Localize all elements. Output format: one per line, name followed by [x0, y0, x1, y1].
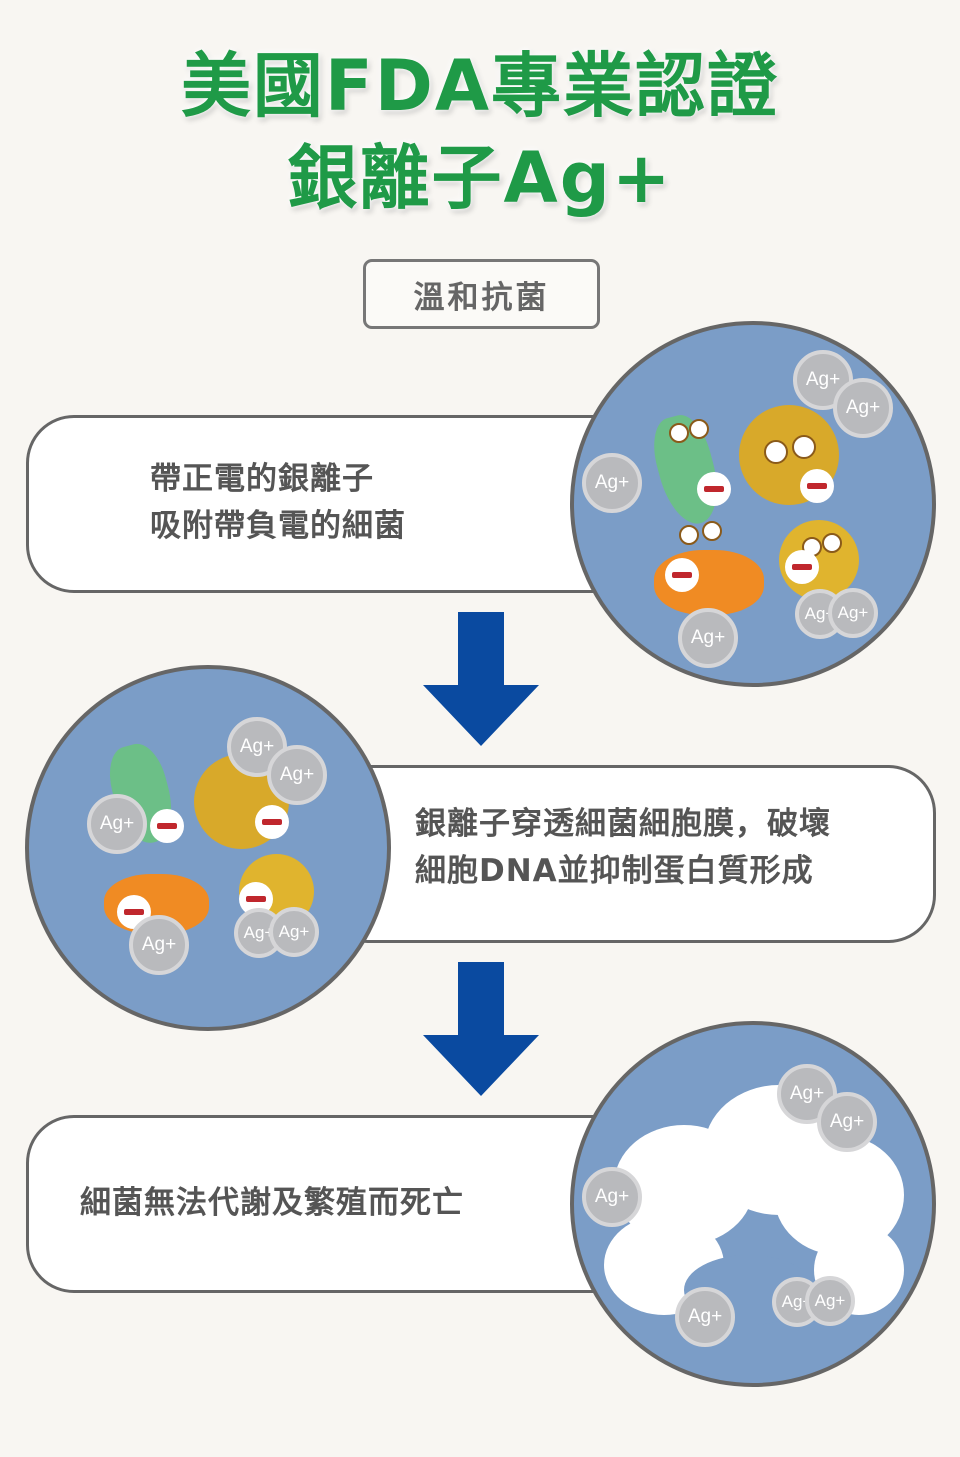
arrow-down-icon — [423, 962, 539, 1096]
bacteria-eye-icon — [764, 440, 788, 464]
bacteria-eye-icon — [702, 521, 722, 541]
silver-ion: Ag+ — [777, 1064, 837, 1124]
mild-antibacterial-badge: 溫和抗菌 — [363, 259, 600, 329]
silver-ion: Ag+ — [269, 907, 319, 957]
silver-ion: Ag+ — [582, 453, 642, 513]
step-2-box — [320, 765, 936, 943]
silver-ion: Ag+ — [582, 1167, 642, 1227]
title-line-2: 銀離子Ag+ — [287, 137, 673, 219]
silver-ion: Ag+ — [675, 1287, 735, 1347]
bacteria-eye-icon — [822, 533, 842, 553]
step-3-line-1: 細菌無法代謝及繁殖而死亡 — [80, 1185, 464, 1221]
step-3-illustration: Ag+ Ag+ Ag+ Ag+ Ag+ Ag+ — [570, 1021, 936, 1387]
step-1-box — [26, 415, 652, 593]
silver-ion: Ag+ — [267, 745, 327, 805]
step-2-illustration: Ag+ Ag+ Ag+ Ag+ Ag+ Ag+ — [25, 665, 391, 1031]
step-2-line-2: 細胞DNA並抑制蛋白質形成 — [415, 853, 814, 889]
step-1-text: 帶正電的銀離子 吸附帶負電的細菌 — [150, 456, 406, 550]
silver-ion: Ag+ — [87, 794, 147, 854]
bacteria-eye-icon — [792, 435, 816, 459]
silver-ion: Ag+ — [828, 588, 878, 638]
silver-ion: Ag+ — [817, 1092, 877, 1152]
step-1-illustration: Ag+ Ag+ Ag+ Ag+ Ag+ Ag+ — [570, 321, 936, 687]
negative-charge-icon — [255, 805, 289, 839]
negative-charge-icon — [150, 809, 184, 843]
bacteria-eye-icon — [689, 419, 709, 439]
step-3-box — [26, 1115, 652, 1293]
step-1-line-2: 吸附帶負電的細菌 — [150, 508, 406, 544]
negative-charge-icon — [785, 550, 819, 584]
silver-ion: Ag+ — [678, 608, 738, 668]
negative-charge-icon — [665, 558, 699, 592]
bacteria-eye-icon — [679, 525, 699, 545]
silver-ion: Ag+ — [793, 350, 853, 410]
negative-charge-icon — [697, 472, 731, 506]
step-2-text: 銀離子穿透細菌細胞膜，破壞 細胞DNA並抑制蛋白質形成 — [415, 801, 831, 895]
silver-ion: Ag+ — [833, 378, 893, 438]
negative-charge-icon — [800, 469, 834, 503]
silver-ion: Ag+ — [129, 915, 189, 975]
silver-ion: Ag+ — [805, 1276, 855, 1326]
step-2-line-1: 銀離子穿透細菌細胞膜，破壞 — [415, 806, 831, 842]
title-line-1: 美國FDA專業認證 — [180, 45, 780, 127]
arrow-down-icon — [423, 612, 539, 746]
bacteria-eye-icon — [669, 423, 689, 443]
badge-label: 溫和抗菌 — [413, 279, 550, 316]
step-3-text: 細菌無法代謝及繁殖而死亡 — [80, 1180, 464, 1227]
step-1-line-1: 帶正電的銀離子 — [150, 461, 374, 497]
